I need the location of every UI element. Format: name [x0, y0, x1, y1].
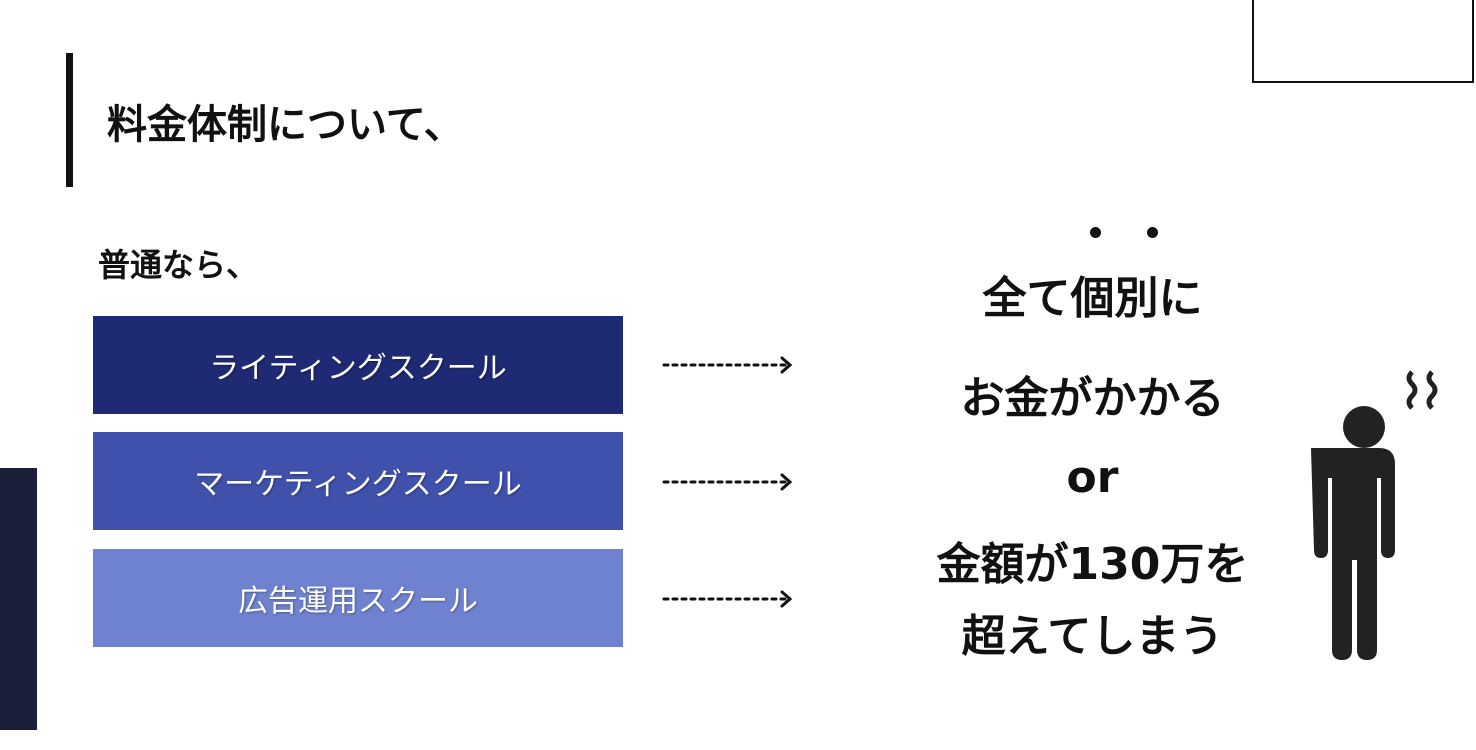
emphasis-dot [1090, 227, 1101, 238]
dotted-arrow-icon [662, 590, 793, 608]
worried-person-icon [1311, 370, 1438, 660]
subtitle: 普通なら、 [98, 246, 259, 284]
school-box-ads: 広告運用スクール [93, 549, 623, 647]
result-line-1: 全て個別に [982, 273, 1203, 324]
result-line-2: お金がかかる [960, 373, 1225, 424]
school-box-marketing: マーケティングスクール [93, 432, 623, 530]
side-accent-bar [0, 468, 37, 730]
emphasis-dot [1147, 227, 1158, 238]
page-title: 料金体制について、 [107, 102, 464, 148]
result-line-3: or [1066, 452, 1119, 503]
school-label: ライティングスクール [209, 351, 507, 386]
result-line-4: 金額が130万を [936, 539, 1249, 590]
corner-frame [1252, 0, 1474, 83]
title-accent-bar [66, 53, 73, 187]
result-line-5: 超えてしまう [961, 611, 1224, 662]
school-box-writing: ライティングスクール [93, 316, 623, 414]
dotted-arrow-icon [662, 356, 793, 374]
school-label: 広告運用スクール [238, 584, 478, 619]
dotted-arrow-icon [662, 473, 793, 491]
school-label: マーケティングスクール [194, 467, 522, 502]
